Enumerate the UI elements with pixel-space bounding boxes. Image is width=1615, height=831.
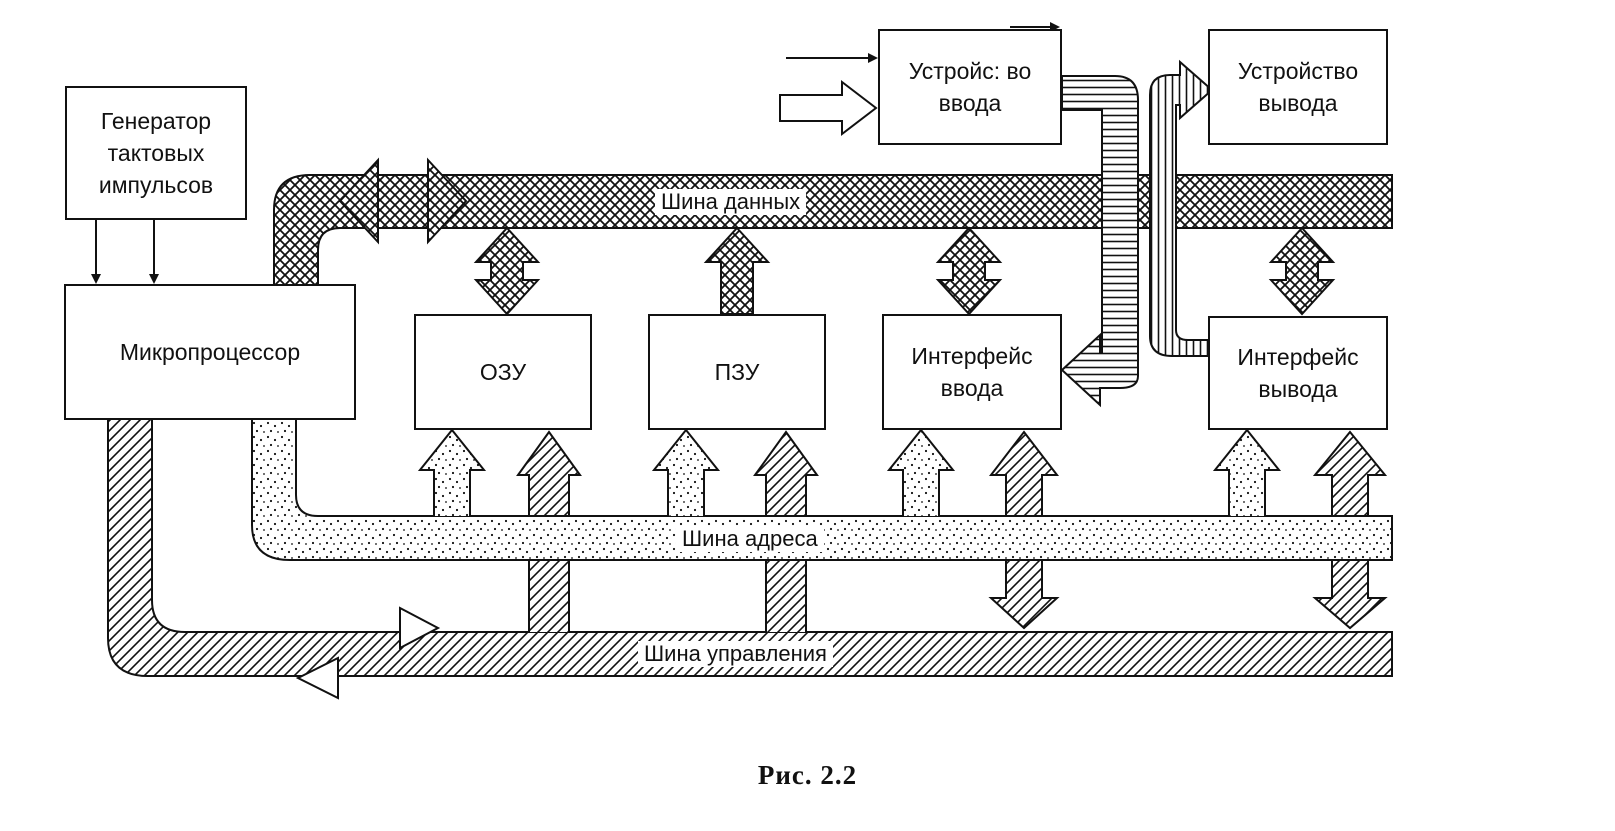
figure-caption: Рис. 2.2 xyxy=(757,760,858,790)
control-bus-body xyxy=(107,317,1393,677)
control-direction-left xyxy=(295,656,339,700)
address-bus-body xyxy=(251,317,1393,561)
ram-block: ОЗУ xyxy=(414,314,592,430)
data-branch-output-interface xyxy=(1268,226,1336,316)
address-branch-input-interface xyxy=(886,428,956,516)
control-direction-right xyxy=(399,606,441,650)
data-branch-rom xyxy=(703,226,771,315)
data-branch-input-interface xyxy=(935,226,1003,316)
data-bus xyxy=(273,157,1393,316)
input-interface-block: Интерфейс ввода xyxy=(882,314,1062,430)
clock-generator-block: Генератор тактовых импульсов xyxy=(65,86,247,220)
address-bus-label: Шина адреса xyxy=(676,526,824,552)
data-bus-label: Шина данных xyxy=(655,189,807,215)
data-branch-ram xyxy=(473,226,541,316)
data-bus-arrow-left xyxy=(338,157,379,245)
address-bus xyxy=(251,317,1393,561)
output-interface-block: Интерфейс вывода xyxy=(1208,316,1388,430)
input-data-arrow xyxy=(779,79,878,137)
control-bus-label: Шина управления xyxy=(638,641,833,667)
rom-block: ПЗУ xyxy=(648,314,826,430)
microprocessor-block: Микропроцессор xyxy=(64,284,356,420)
address-branch-rom xyxy=(651,428,721,516)
address-branch-ram xyxy=(417,428,487,516)
input-device-to-interface-channel xyxy=(1060,75,1139,408)
data-bus-arrow-right xyxy=(427,157,468,245)
input-device-block: Устройс: во ввода xyxy=(878,29,1062,145)
address-branch-output-interface xyxy=(1212,428,1282,516)
output-device-block: Устройство вывода xyxy=(1208,29,1388,145)
